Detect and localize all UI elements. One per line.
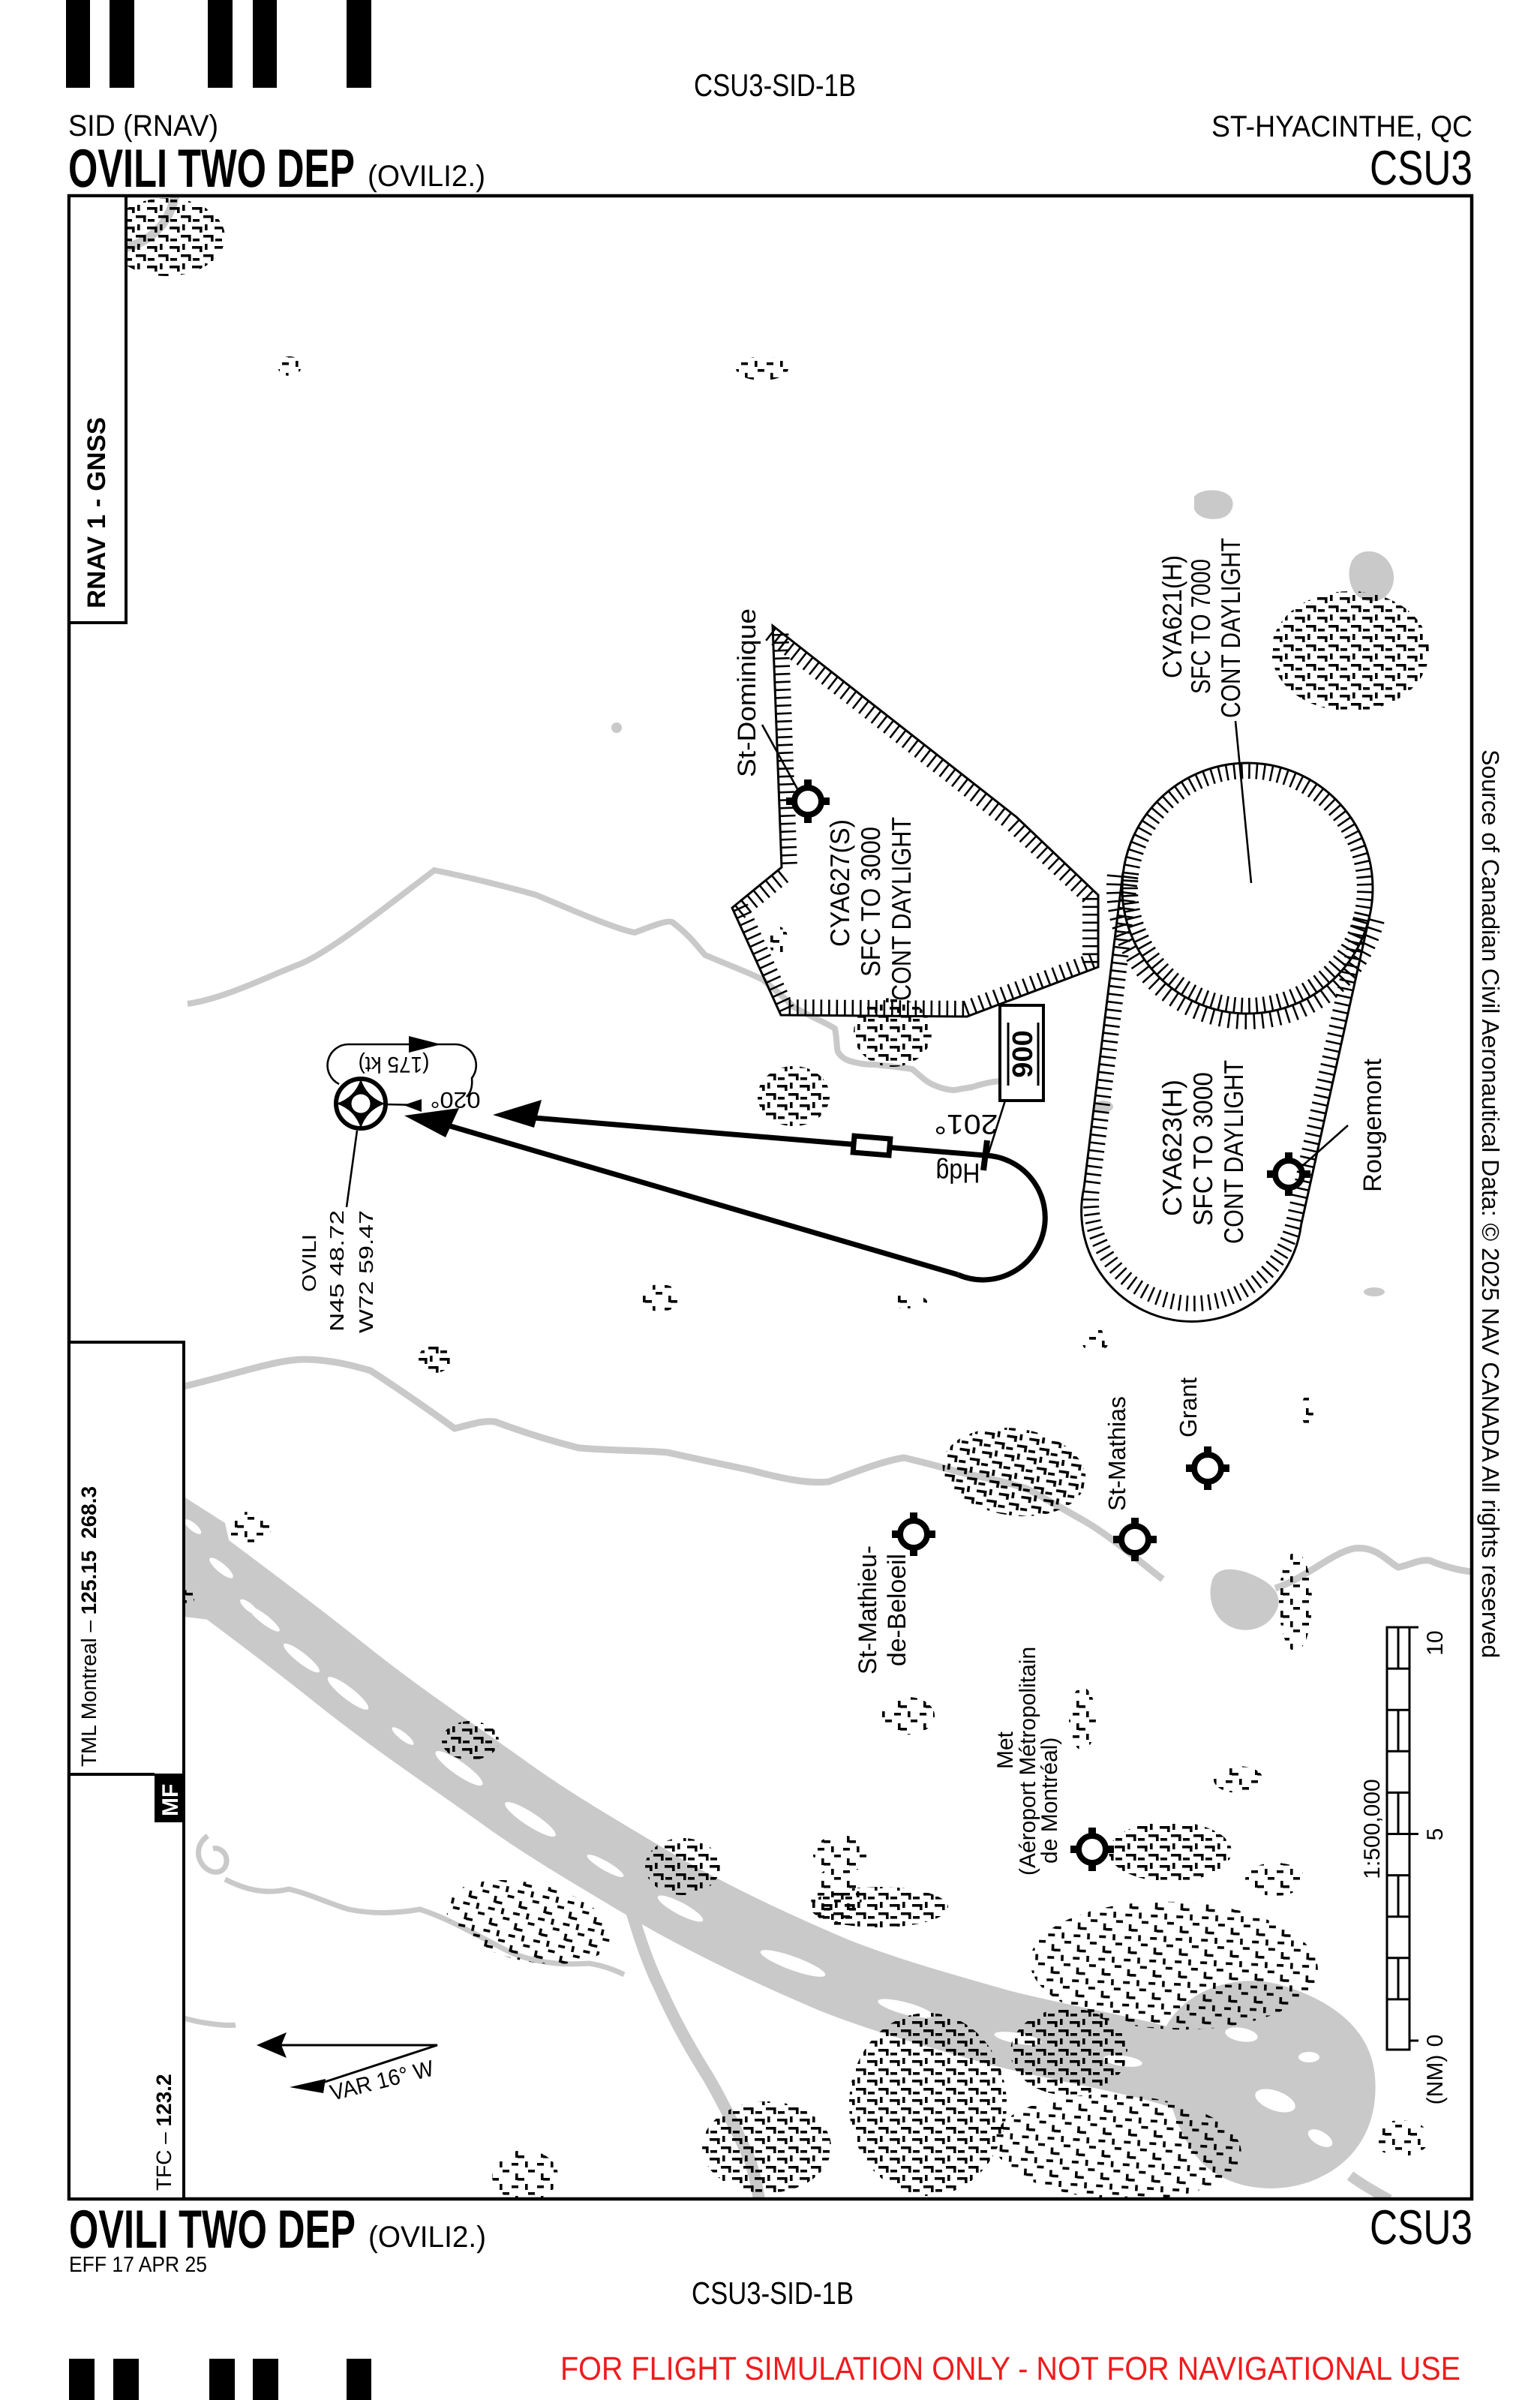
svg-text:CSU3: CSU3 — [1370, 2200, 1472, 2254]
svg-text:1:500,000: 1:500,000 — [1360, 1779, 1385, 1879]
svg-text:St-Mathieu-: St-Mathieu- — [854, 1545, 882, 1675]
svg-text:(OVILI2.): (OVILI2.) — [368, 160, 485, 193]
svg-text:SFC TO 3000: SFC TO 3000 — [855, 827, 886, 977]
svg-text:(175 kt): (175 kt) — [359, 1052, 430, 1077]
svg-text:(Aéroport Métropolitain: (Aéroport Métropolitain — [1016, 1647, 1040, 1876]
svg-text:Source of Canadian Civil Aeron: Source of Canadian Civil Aeronautical Da… — [1477, 749, 1504, 1658]
svg-text:W72 59.47: W72 59.47 — [355, 1210, 377, 1333]
svg-text:SFC TO 3000: SFC TO 3000 — [1187, 1072, 1218, 1226]
svg-text:TFC – 123.2: TFC – 123.2 — [152, 2074, 176, 2191]
svg-text:St-Dominique: St-Dominique — [733, 608, 761, 777]
svg-text:5: 5 — [1423, 1828, 1448, 1841]
svg-text:ST-HYACINTHE, QC: ST-HYACINTHE, QC — [1211, 110, 1472, 143]
svg-text:OVILI TWO DEP: OVILI TWO DEP — [68, 139, 355, 199]
svg-text:Grant: Grant — [1175, 1377, 1202, 1437]
svg-text:MF: MF — [158, 1784, 183, 1816]
svg-text:OVILI: OVILI — [298, 1234, 320, 1292]
svg-text:CYA627(S): CYA627(S) — [824, 819, 855, 947]
svg-text:N45 48.72: N45 48.72 — [326, 1210, 348, 1332]
svg-text:SFC TO 7000: SFC TO 7000 — [1185, 559, 1216, 694]
svg-text:CONT DAYLIGHT: CONT DAYLIGHT — [1218, 1060, 1249, 1244]
svg-text:0: 0 — [1423, 2035, 1448, 2047]
svg-text:CSU3: CSU3 — [1370, 140, 1472, 195]
svg-text:SID (RNAV): SID (RNAV) — [68, 110, 218, 143]
svg-text:EFF 17 APR 25: EFF 17 APR 25 — [69, 2253, 207, 2277]
svg-text:Hdg: Hdg — [936, 1158, 980, 1188]
svg-text:CONT DAYLIGHT: CONT DAYLIGHT — [1215, 538, 1246, 718]
svg-text:St-Mathias: St-Mathias — [1103, 1396, 1130, 1511]
svg-text:CYA621(H): CYA621(H) — [1157, 555, 1187, 678]
svg-text:900: 900 — [1007, 1030, 1039, 1077]
svg-text:CYA623(H): CYA623(H) — [1157, 1080, 1187, 1216]
svg-text:(NM): (NM) — [1423, 2055, 1448, 2105]
svg-text:OVILI TWO DEP: OVILI TWO DEP — [69, 2200, 356, 2260]
svg-text:TML Montreal – 125.15 268.3: TML Montreal – 125.15 268.3 — [77, 1486, 101, 1767]
svg-text:Rougemont: Rougemont — [1358, 1058, 1387, 1192]
svg-text:RNAV 1 - GNSS: RNAV 1 - GNSS — [83, 417, 111, 608]
svg-text:CSU3-SID-1B: CSU3-SID-1B — [694, 68, 856, 103]
svg-text:CSU3-SID-1B: CSU3-SID-1B — [692, 2275, 854, 2311]
svg-text:CONT DAYLIGHT: CONT DAYLIGHT — [886, 817, 917, 1001]
svg-text:(OVILI2.): (OVILI2.) — [368, 2221, 486, 2254]
svg-text:de Montréal): de Montréal) — [1037, 1738, 1062, 1864]
svg-text:201°: 201° — [935, 1109, 998, 1140]
svg-text:020°: 020° — [431, 1087, 481, 1112]
svg-text:de-Beloeil: de-Beloeil — [883, 1554, 911, 1666]
svg-text:FOR FLIGHT SIMULATION ONLY - N: FOR FLIGHT SIMULATION ONLY - NOT FOR NAV… — [560, 2350, 1460, 2387]
svg-text:10: 10 — [1423, 1630, 1448, 1655]
svg-text:Met: Met — [993, 1731, 1018, 1769]
